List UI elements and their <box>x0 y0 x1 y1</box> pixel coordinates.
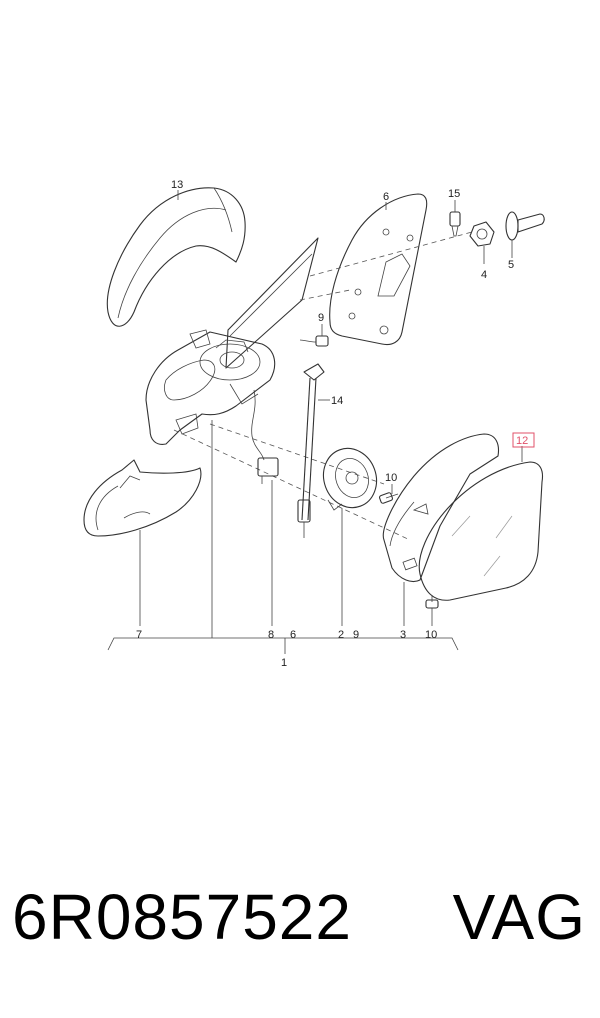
leader-lines <box>107 190 523 654</box>
part-13-mirror-cap <box>106 187 246 327</box>
callout-4: 4 <box>481 269 487 281</box>
mirror-base-plate <box>225 237 319 369</box>
part-12-mirror-glass <box>418 461 544 601</box>
callout-9-bottom: 9 <box>353 629 359 641</box>
brand-label: VAG <box>452 881 586 953</box>
callout-3: 3 <box>400 629 406 641</box>
part-number: 6R0857522 <box>12 881 352 953</box>
part-7-lower-cover <box>83 459 202 537</box>
mirror-housing-base <box>145 329 276 445</box>
part-8-wiring-harness <box>251 389 279 484</box>
callout-15: 15 <box>448 188 460 200</box>
part-14-cable-rod <box>297 363 325 538</box>
footer: 6R0857522 VAG <box>0 880 600 990</box>
callout-9-upper: 9 <box>318 312 324 324</box>
part-6-adjuster-plate <box>329 193 428 346</box>
callout-5: 5 <box>508 259 514 271</box>
part-4-nut <box>469 221 495 247</box>
part-15-screw <box>449 211 461 237</box>
callout-10-upper: 10 <box>385 472 397 484</box>
exploded-mirror-diagram: 13 6 15 4 5 9 14 12 10 7 8 6 2 9 3 10 1 <box>83 179 545 669</box>
callout-8: 8 <box>268 629 274 641</box>
part-3-mirror-housing <box>382 433 500 583</box>
callout-labels: 13 6 15 4 5 9 14 12 10 7 8 6 2 9 3 10 1 <box>136 179 535 669</box>
callout-6-top: 6 <box>383 191 389 203</box>
callout-13: 13 <box>171 179 183 191</box>
alignment-lines <box>173 231 473 541</box>
part-5-bolt <box>505 211 545 241</box>
callout-12-highlight-box <box>512 432 535 448</box>
part-10-screw-lower <box>425 596 439 609</box>
part-9-connector-upper <box>299 335 329 347</box>
callout-6-bottom: 6 <box>290 629 296 641</box>
callout-12: 12 <box>516 435 528 447</box>
callout-7: 7 <box>136 629 142 641</box>
part-10-screw-upper <box>379 492 399 504</box>
callout-14: 14 <box>331 395 343 407</box>
callout-10-bottom: 10 <box>425 629 437 641</box>
callout-1: 1 <box>281 657 287 669</box>
callout-2: 2 <box>338 629 344 641</box>
part-2-adjuster-motor <box>322 447 378 511</box>
